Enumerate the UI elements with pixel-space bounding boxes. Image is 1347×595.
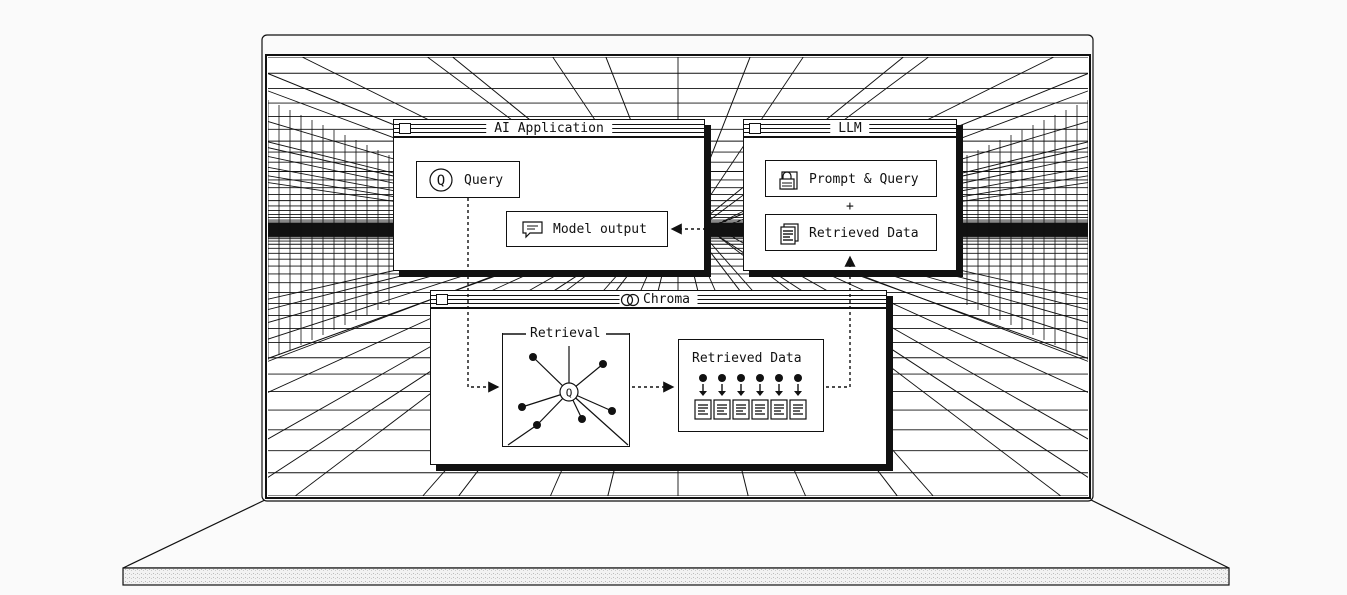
window-title: LLM (830, 120, 870, 136)
chroma-titlebar: Chroma (431, 291, 886, 309)
llm-titlebar: LLM (744, 120, 956, 138)
data-point-dots (518, 353, 616, 429)
retrieval-label: Retrieval (530, 326, 601, 341)
window-title: Chroma (619, 291, 698, 307)
retrieved-data-chroma-label: Retrieved Data (692, 351, 802, 366)
data-point-dot (699, 374, 707, 382)
window-title: AI Application (486, 120, 612, 136)
document-icon (789, 399, 807, 420)
document-icon (732, 399, 750, 420)
plus-sign: + (846, 199, 854, 214)
prompt-query-node[interactable]: Prompt & Query (765, 160, 937, 197)
data-point-dot (756, 374, 764, 382)
retrieved-data-chroma-panel: Retrieved Data (678, 339, 824, 432)
window-close-button[interactable] (749, 123, 761, 134)
model-output-node[interactable]: Model output (506, 211, 668, 247)
data-point-dot (737, 374, 745, 382)
model-output-label: Model output (553, 222, 647, 237)
retrieved-documents (694, 374, 807, 420)
retrieved-data-label: Retrieved Data (809, 226, 919, 241)
retrieved-data-llm-node[interactable]: Retrieved Data (765, 214, 937, 251)
query-node[interactable]: Q Query (416, 161, 520, 198)
data-point-dot (794, 374, 802, 382)
query-point-label: Q (566, 387, 573, 400)
document-icon (770, 399, 788, 420)
data-point-dot (775, 374, 783, 382)
retrieval-graph: Q (507, 346, 629, 446)
chroma-logo-icon (620, 293, 640, 307)
lock-document-icon (779, 171, 798, 190)
window-close-button[interactable] (436, 294, 448, 305)
query-point-icon (559, 382, 579, 402)
laptop-base-edge (122, 567, 1230, 586)
laptop-deck (122, 499, 1230, 569)
document-stack-icon (780, 223, 799, 245)
document-icon (713, 399, 731, 420)
document-icon (694, 399, 712, 420)
query-label: Query (464, 173, 504, 188)
ai-application-titlebar: AI Application (394, 120, 704, 138)
chat-bubble-icon (522, 221, 543, 239)
prompt-query-label: Prompt & Query (809, 172, 919, 187)
window-close-button[interactable] (399, 123, 411, 134)
query-icon: Q (429, 168, 453, 192)
data-point-dot (718, 374, 726, 382)
document-icon (751, 399, 769, 420)
svg-text:Q: Q (437, 173, 445, 189)
